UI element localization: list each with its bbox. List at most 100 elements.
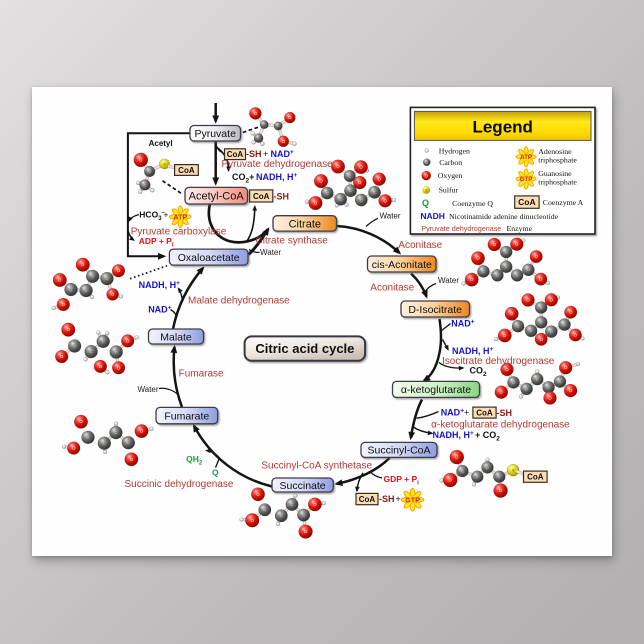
svg-text:D-Isocitrate: D-Isocitrate xyxy=(408,304,462,316)
svg-text:C: C xyxy=(148,169,151,174)
svg-text:CoA: CoA xyxy=(253,192,270,201)
svg-text:C: C xyxy=(360,197,363,202)
svg-text:O: O xyxy=(79,419,83,424)
svg-text:+: + xyxy=(464,408,469,418)
svg-text:Coenzyme A: Coenzyme A xyxy=(543,198,584,207)
svg-text:C: C xyxy=(476,474,479,479)
svg-text:O: O xyxy=(319,179,323,184)
svg-text:Citrate synthase: Citrate synthase xyxy=(256,236,329,247)
svg-text:Pyruvate dehydrogenase: Pyruvate dehydrogenase xyxy=(222,159,334,170)
svg-text:C: C xyxy=(527,267,530,272)
svg-text:Coenzyme Q: Coenzyme Q xyxy=(452,199,493,208)
svg-text:Succinyl-CoA synthetase: Succinyl-CoA synthetase xyxy=(261,461,372,472)
svg-text:O: O xyxy=(515,242,519,247)
svg-text:Succinic dehydrogenase: Succinic dehydrogenase xyxy=(125,479,234,490)
svg-text:NADH, H+: NADH, H+ xyxy=(139,280,181,290)
svg-text:C: C xyxy=(486,465,489,470)
svg-text:C: C xyxy=(425,160,428,165)
svg-text:C: C xyxy=(70,287,73,292)
svg-text:C: C xyxy=(348,173,351,178)
svg-text:Fumarate: Fumarate xyxy=(164,410,209,422)
svg-text:Citrate: Citrate xyxy=(289,218,321,230)
svg-text:O: O xyxy=(569,388,573,393)
svg-text:C: C xyxy=(540,320,543,325)
svg-text:CO2: CO2 xyxy=(470,366,488,379)
svg-text:C: C xyxy=(461,469,464,474)
svg-text:C: C xyxy=(102,339,105,344)
svg-text:NADH, H+: NADH, H+ xyxy=(433,430,475,440)
svg-text:Isocitrate dehydrogenase: Isocitrate dehydrogenase xyxy=(442,356,555,367)
svg-text:O: O xyxy=(378,177,382,182)
svg-text:CoA: CoA xyxy=(178,166,195,175)
svg-text:Enzyme: Enzyme xyxy=(507,224,533,233)
svg-text:C: C xyxy=(547,385,550,390)
svg-text:Water: Water xyxy=(380,212,401,221)
svg-text:O: O xyxy=(540,337,544,342)
svg-text:GTP: GTP xyxy=(520,176,533,183)
svg-text:O: O xyxy=(535,254,539,259)
svg-text:C: C xyxy=(498,474,501,479)
svg-text:Aconitase: Aconitase xyxy=(398,240,442,251)
svg-text:C: C xyxy=(373,190,376,195)
svg-text:O: O xyxy=(140,429,144,434)
svg-text:Pyruvate: Pyruvate xyxy=(194,128,236,140)
svg-text:O: O xyxy=(60,354,64,359)
svg-text:Succinate: Succinate xyxy=(280,480,326,492)
svg-text:GTP: GTP xyxy=(405,495,420,504)
svg-text:O: O xyxy=(126,338,130,343)
svg-text:Adenosine: Adenosine xyxy=(538,147,572,156)
svg-text:Carbon: Carbon xyxy=(439,158,462,167)
svg-text:O: O xyxy=(117,365,121,370)
svg-text:O: O xyxy=(550,297,554,302)
svg-text:O: O xyxy=(470,277,474,282)
svg-text:ATP: ATP xyxy=(173,212,187,221)
svg-text:Succinyl-CoA: Succinyl-CoA xyxy=(367,445,430,457)
svg-text:-SH: -SH xyxy=(379,494,395,504)
svg-text:O: O xyxy=(314,201,318,206)
svg-text:C: C xyxy=(90,349,93,354)
svg-text:Pyruvate dehydrogenase: Pyruvate dehydrogenase xyxy=(421,224,501,233)
svg-text:triphosphate: triphosphate xyxy=(538,156,577,165)
svg-text:C: C xyxy=(530,328,533,333)
svg-text:C: C xyxy=(91,274,94,279)
svg-text:C: C xyxy=(291,502,294,507)
svg-text:O: O xyxy=(111,292,115,297)
svg-text:ATP: ATP xyxy=(520,154,532,161)
svg-text:-SH: -SH xyxy=(274,192,290,202)
svg-text:Water: Water xyxy=(138,385,159,394)
svg-text:O: O xyxy=(130,457,134,462)
svg-text:O: O xyxy=(117,268,121,273)
svg-text:S: S xyxy=(163,162,166,166)
svg-text:NADH: NADH xyxy=(420,211,445,221)
svg-text:C: C xyxy=(482,269,485,274)
svg-text:C: C xyxy=(115,349,118,354)
svg-text:O: O xyxy=(564,365,568,370)
svg-text:O: O xyxy=(288,115,292,120)
svg-text:C: C xyxy=(517,324,520,329)
svg-text:O: O xyxy=(449,478,453,483)
svg-text:Oxygen: Oxygen xyxy=(438,171,463,180)
svg-text:NAD+: NAD+ xyxy=(441,408,465,418)
svg-text:CoA: CoA xyxy=(518,197,535,207)
svg-text:Fumarase: Fumarase xyxy=(179,369,224,380)
svg-text:O: O xyxy=(304,529,308,534)
svg-text:C: C xyxy=(559,379,562,384)
svg-text:C: C xyxy=(349,188,352,193)
svg-text:O: O xyxy=(383,198,387,203)
svg-text:CoA: CoA xyxy=(476,409,493,418)
svg-text:O: O xyxy=(548,396,552,401)
svg-text:C: C xyxy=(302,513,305,518)
svg-text:C: C xyxy=(496,273,499,278)
svg-text:Malate dehydrogenase: Malate dehydrogenase xyxy=(188,296,290,307)
svg-text:C: C xyxy=(103,441,106,446)
svg-text:O: O xyxy=(282,139,286,144)
svg-text:O: O xyxy=(493,242,497,247)
svg-text:S: S xyxy=(425,188,428,193)
svg-text:O: O xyxy=(574,333,578,338)
svg-text:O: O xyxy=(424,173,428,178)
svg-text:C: C xyxy=(326,190,329,195)
svg-text:Nicotinamide adenine dinucleot: Nicotinamide adenine dinucleotide xyxy=(449,212,559,221)
svg-text:O: O xyxy=(358,180,362,185)
svg-text:-SH: -SH xyxy=(246,149,262,159)
svg-text:O: O xyxy=(510,311,514,316)
